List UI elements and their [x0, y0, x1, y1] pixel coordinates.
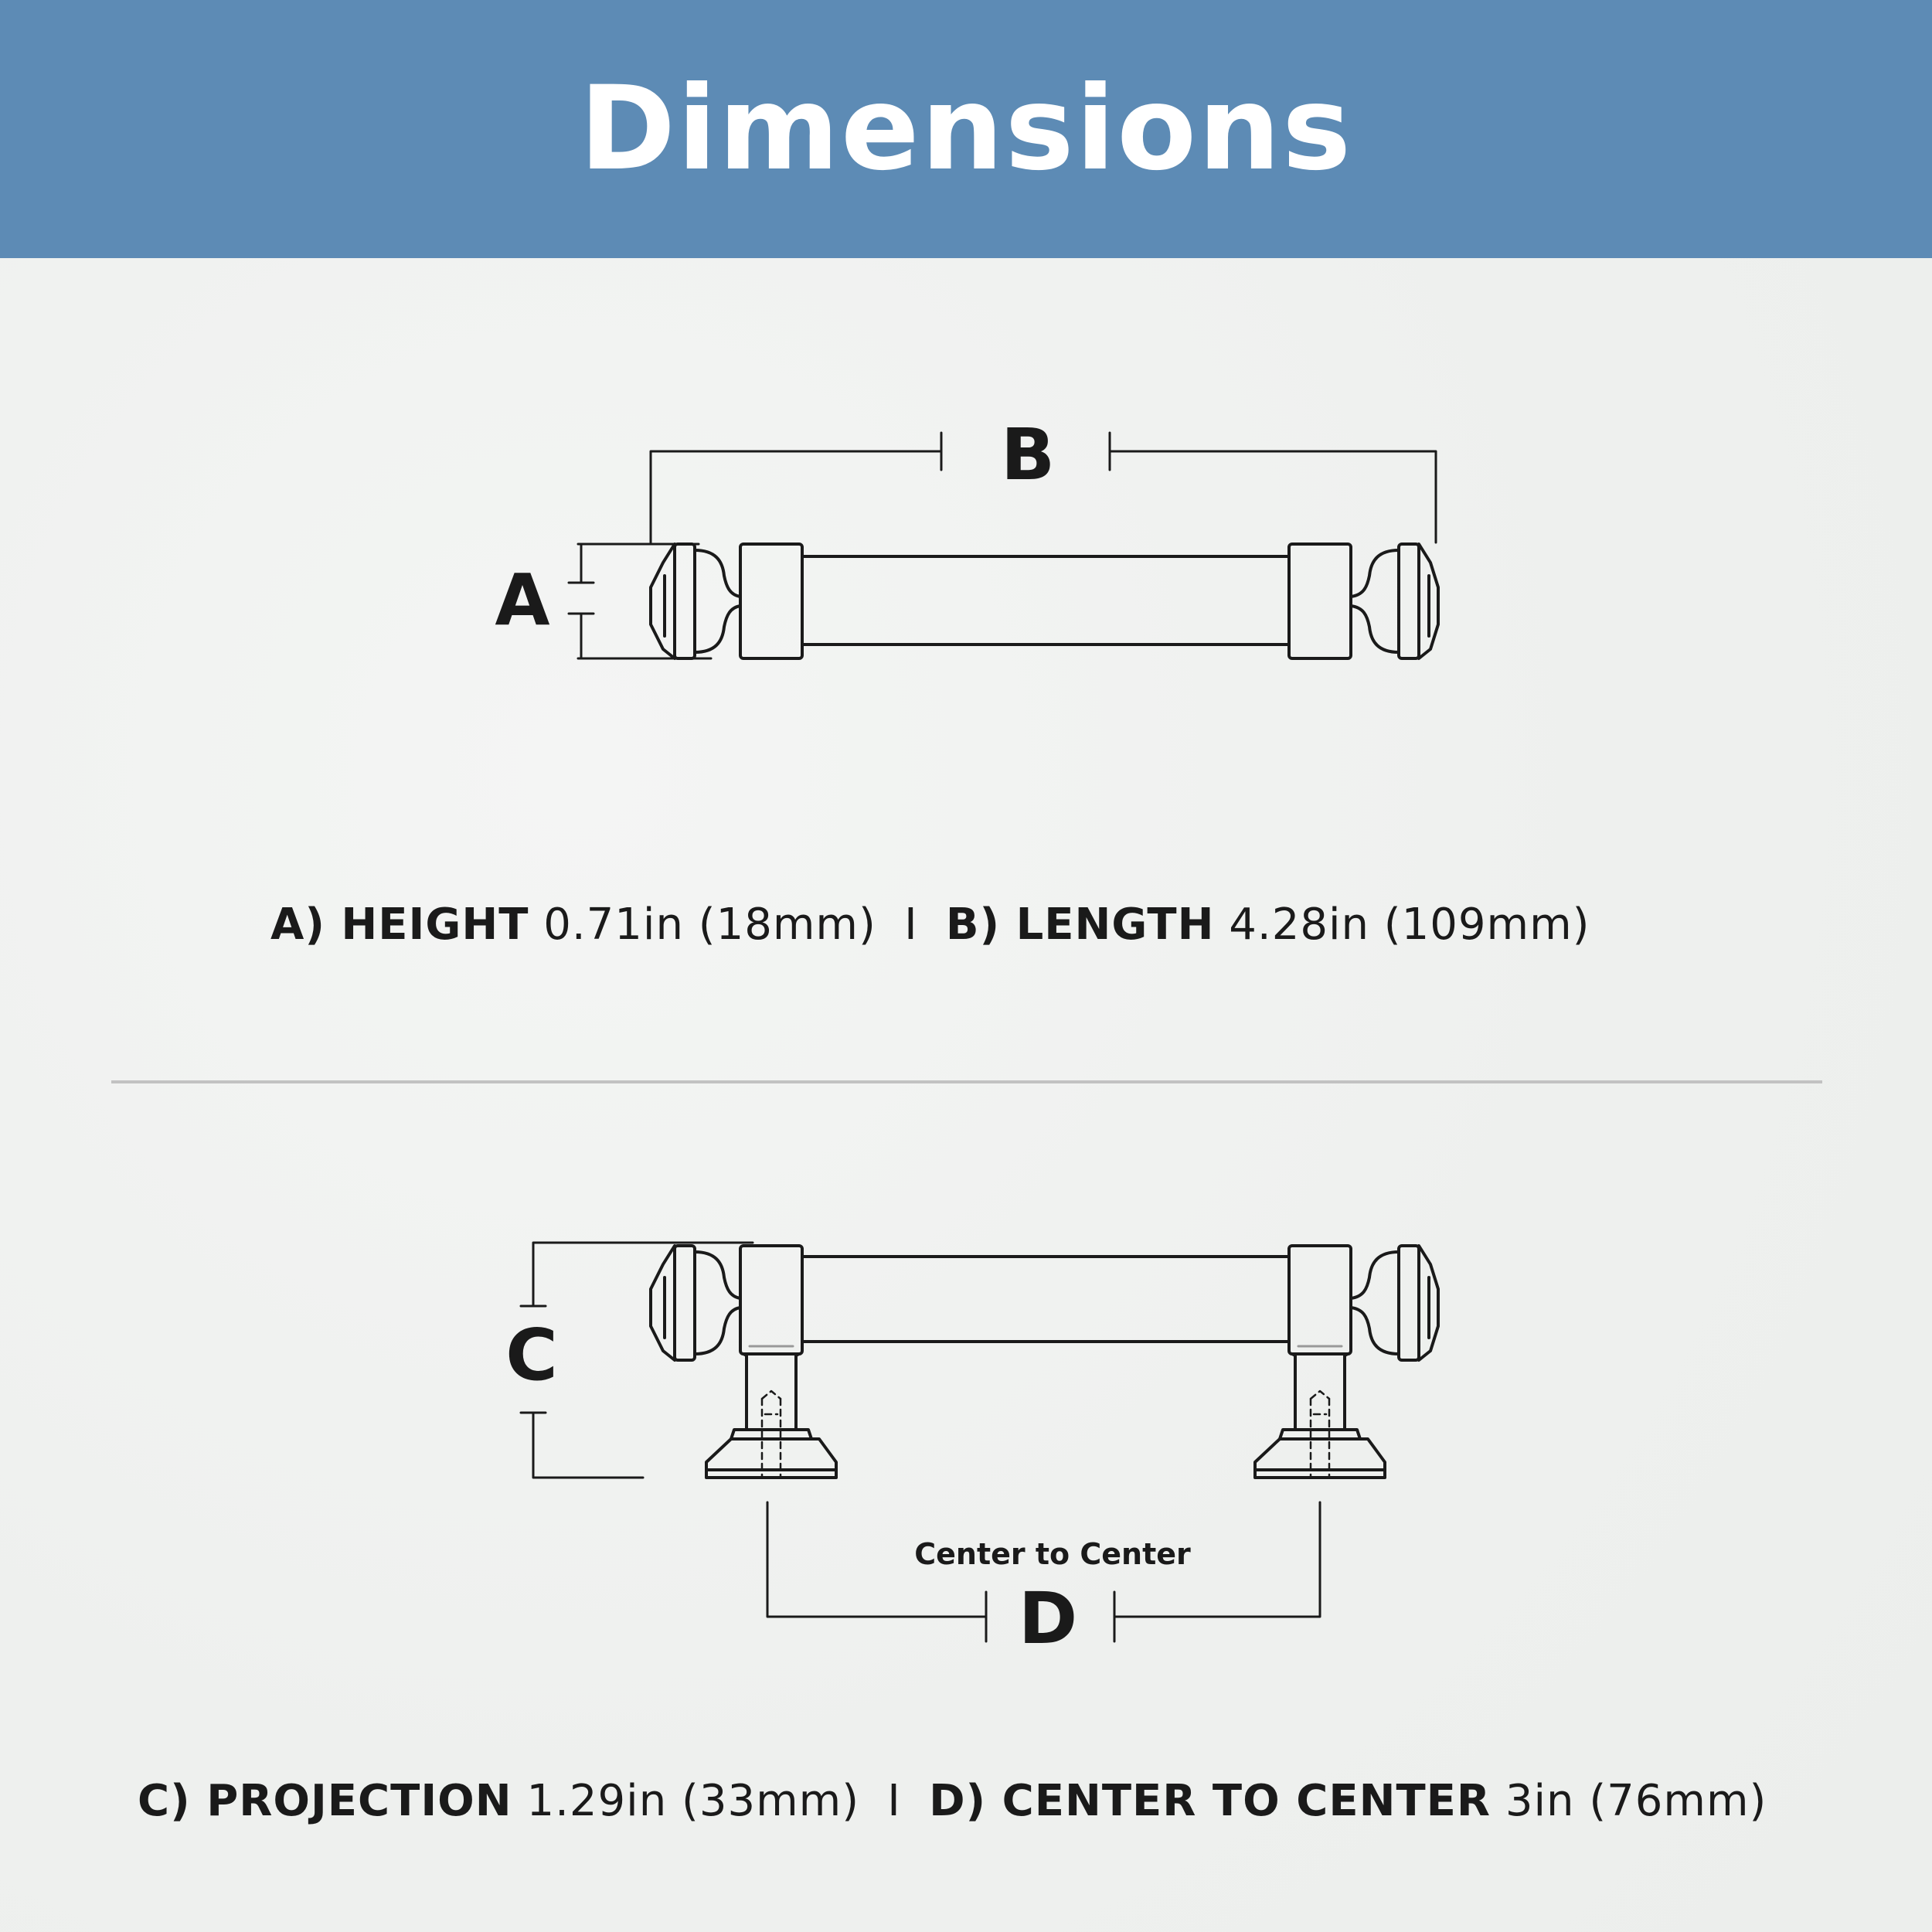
section-divider — [111, 1080, 1822, 1083]
projection-center-specs: C) PROJECTION 1.29in (33mm) I D) CENTER TO… — [138, 1776, 1767, 1826]
top-view-pull-drawing — [649, 543, 1440, 660]
label-d: D — [1019, 1577, 1077, 1660]
height-key: A) HEIGHT — [270, 900, 529, 950]
center-to-center-value: 3in (76mm) — [1505, 1776, 1767, 1826]
center-to-center-key: D) CENTER TO CENTER — [929, 1776, 1492, 1826]
label-c: C — [505, 1314, 558, 1396]
length-value: 4.28in (109mm) — [1229, 900, 1590, 950]
dimension-b-lines — [649, 431, 1437, 544]
height-length-specs: A) HEIGHT 0.71in (18mm) I B) LENGTH 4.28in… — [270, 900, 1590, 950]
side-view-pull-drawing — [649, 1244, 1440, 1479]
center-to-center-caption: Center to Center — [914, 1537, 1191, 1571]
height-value: 0.71in (18mm) — [543, 900, 876, 950]
dimension-a-lines — [567, 543, 713, 660]
spec-separator: I — [887, 1776, 901, 1826]
projection-value: 1.29in (33mm) — [526, 1776, 860, 1826]
page-title: Dimensions — [579, 62, 1353, 196]
length-key: B) LENGTH — [945, 900, 1215, 950]
projection-key: C) PROJECTION — [138, 1776, 512, 1826]
header-bar: Dimensions — [0, 0, 1932, 258]
dimension-d-lines — [766, 1501, 1321, 1643]
dimension-c-lines — [519, 1241, 754, 1479]
label-a: A — [495, 559, 549, 641]
label-b: B — [1001, 413, 1055, 496]
spec-separator: I — [904, 900, 918, 950]
